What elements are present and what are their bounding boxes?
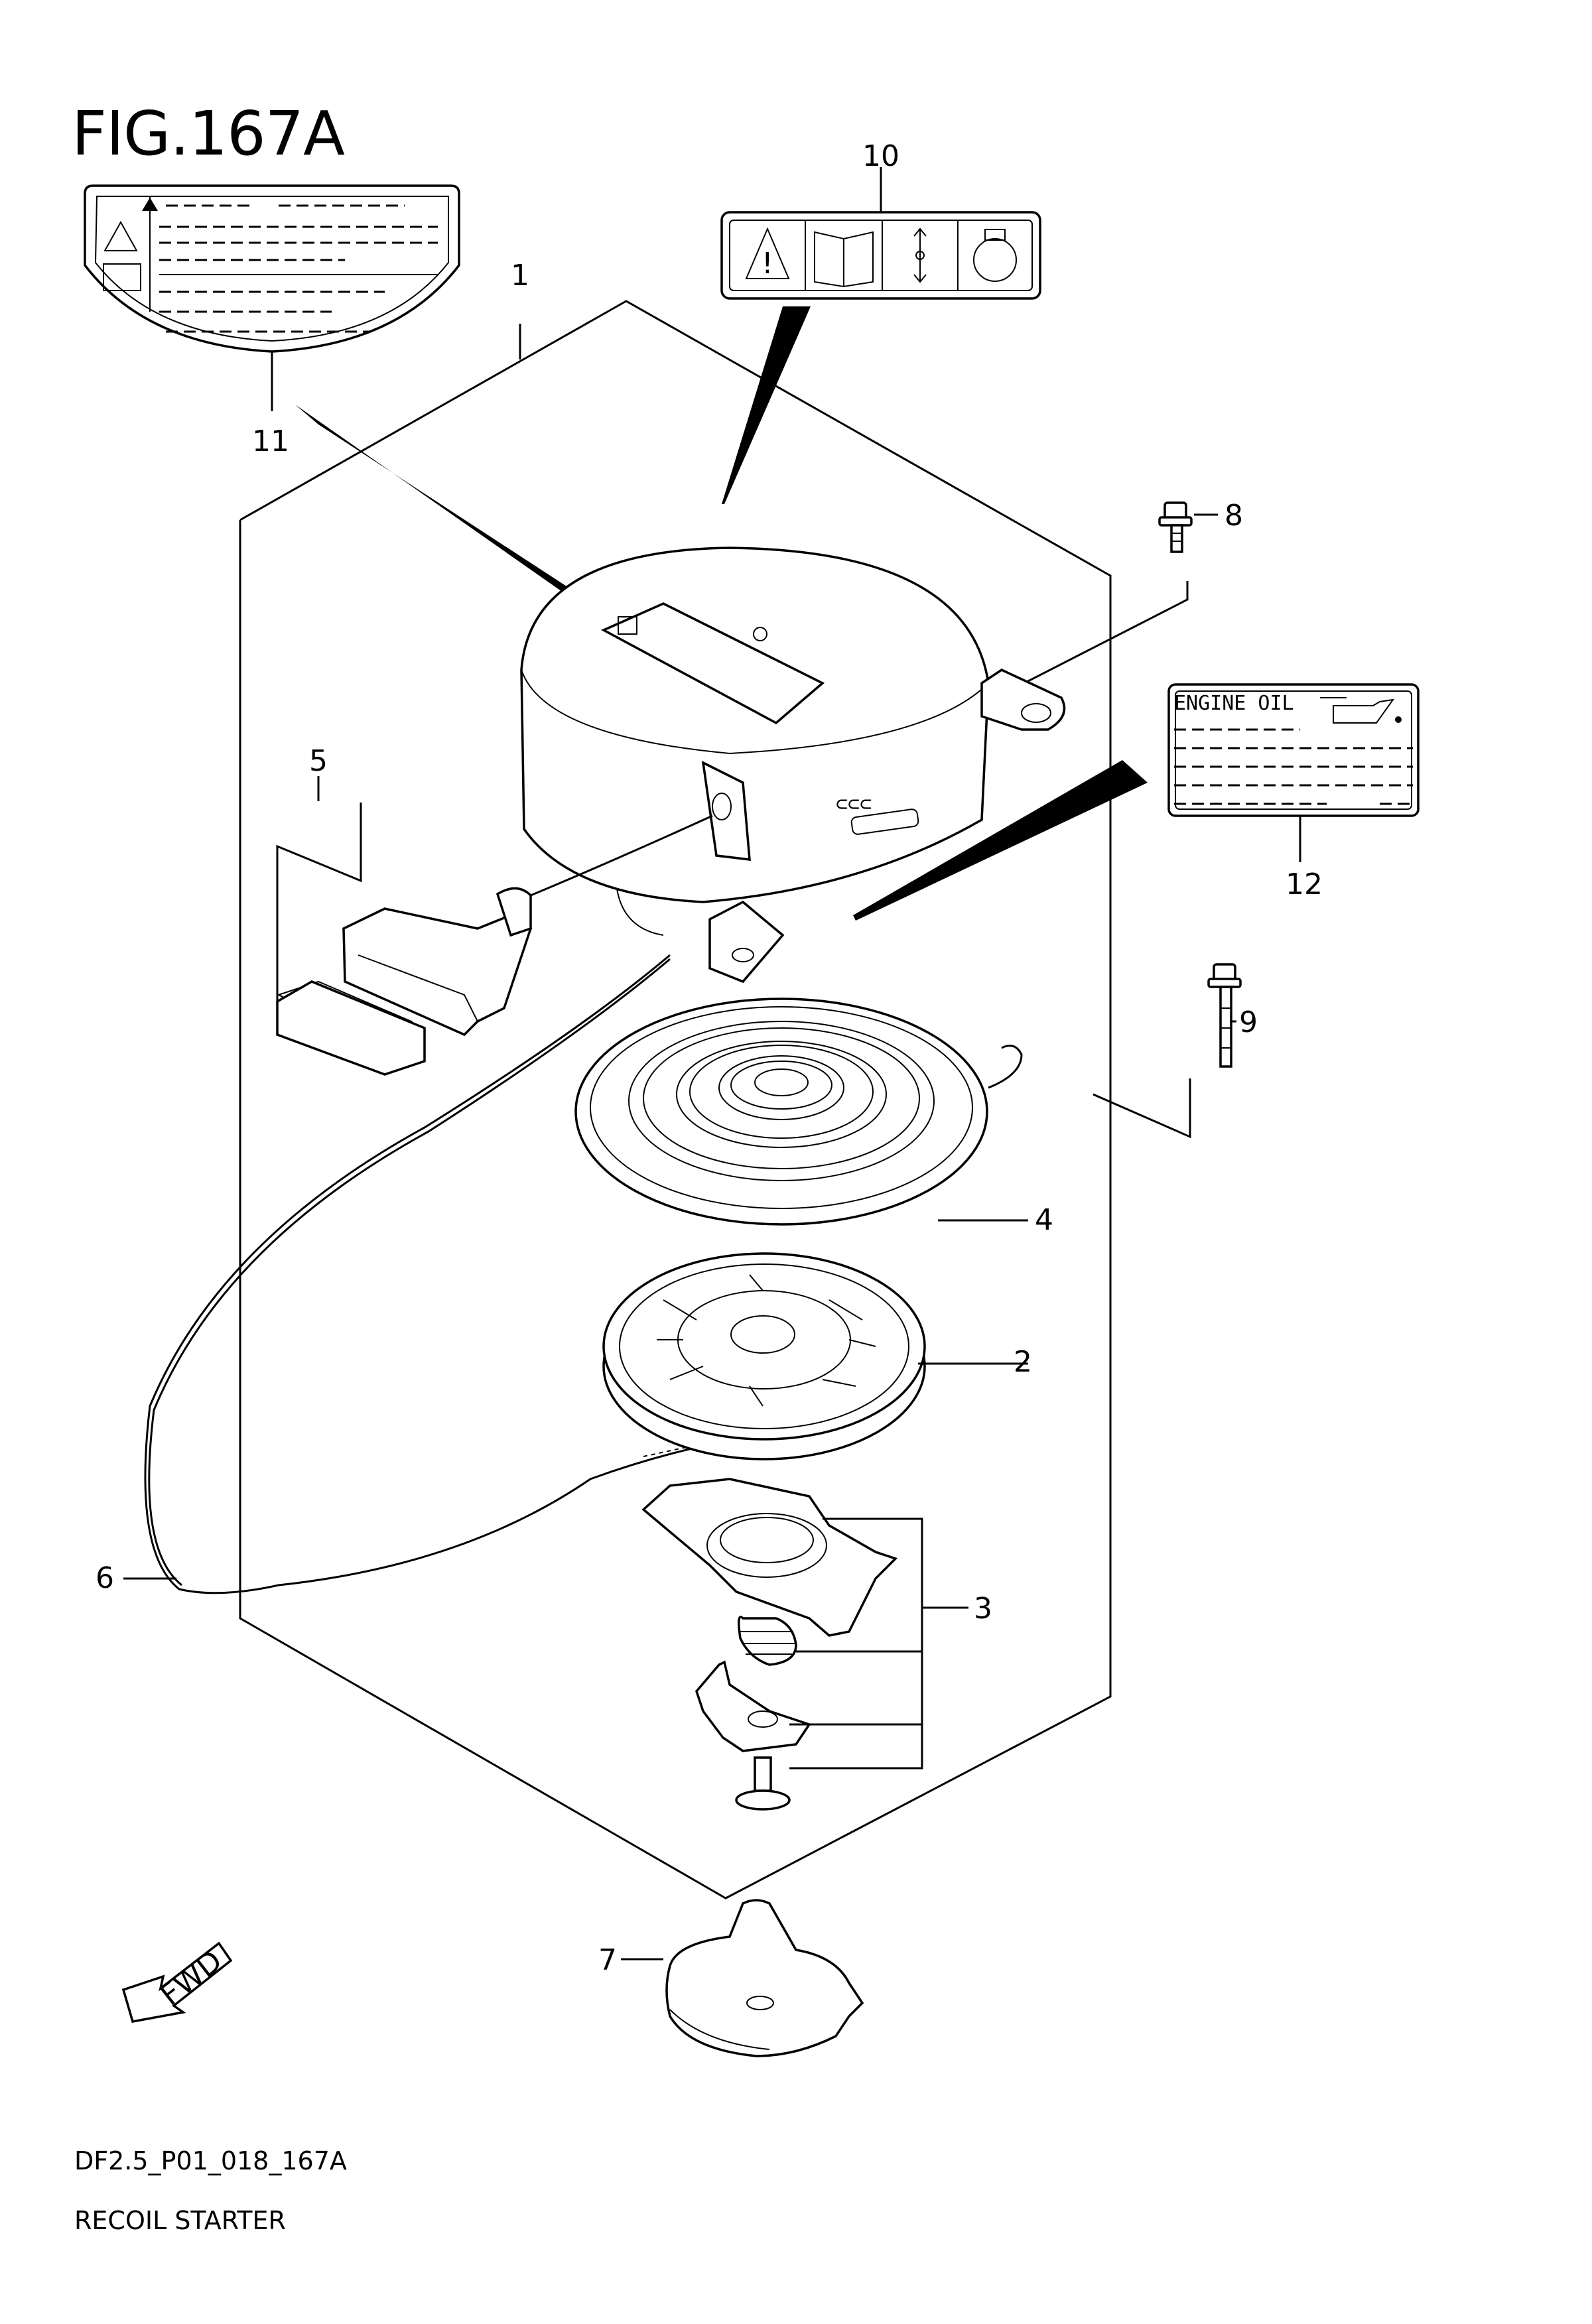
- callout-2: 2: [1014, 1345, 1032, 1379]
- figure-title: FIG.167A: [72, 98, 345, 169]
- ratchet-assembly-part-3: [641, 1478, 898, 1811]
- callout-11: 11: [252, 424, 289, 458]
- warning-label-part-11: [84, 184, 460, 353]
- drive-plate-part-7: [665, 1899, 864, 2057]
- footer-name: RECOIL STARTER: [74, 2206, 286, 2235]
- fwd-arrow-icon: FWD: [121, 1941, 233, 2024]
- icon-label-part-10: !: [720, 211, 1041, 300]
- engine-oil-label-part-12: ENGINE OIL: [1167, 683, 1420, 817]
- starter-rope-part-6: [144, 814, 737, 1594]
- callout-4: 4: [1035, 1203, 1053, 1237]
- callout-10: 10: [862, 139, 899, 173]
- warning-triangle-icon: [745, 227, 790, 279]
- engine-oil-text: ENGINE OIL: [1174, 692, 1294, 715]
- callout-5: 5: [309, 744, 328, 778]
- recoil-housing-part-1: ⊂⊂⊂: [520, 547, 1066, 984]
- footer-code: DF2.5_P01_018_167A: [74, 2146, 347, 2175]
- housing-label-icon: [618, 616, 637, 635]
- callout-6: 6: [96, 1561, 114, 1595]
- leader-wedge-11: [295, 405, 624, 630]
- callout-8: 8: [1225, 499, 1243, 533]
- up-down-arrow-icon: [913, 227, 927, 283]
- bolt-part-8: [1158, 501, 1193, 553]
- reel-pulley-part-2: [602, 1252, 926, 1460]
- manual-book-icon: [103, 263, 141, 291]
- svg-text:⊂⊂⊂: ⊂⊂⊂: [836, 793, 872, 816]
- recoil-spring-part-4: [574, 998, 1023, 1226]
- manual-book-icon: [814, 231, 874, 288]
- leader-wedge-10: [722, 306, 811, 504]
- rotation-icon: [973, 229, 1017, 282]
- callout-3: 3: [974, 1592, 992, 1626]
- callout-9: 9: [1239, 1005, 1258, 1039]
- callout-1: 1: [511, 259, 529, 292]
- svg-text:!: !: [762, 247, 773, 281]
- leader-wedge-12: [853, 760, 1148, 921]
- assembly-frame: [239, 300, 1112, 1900]
- callout-12: 12: [1286, 868, 1323, 901]
- callout-7: 7: [598, 1943, 617, 1977]
- starter-handle-part-5: [276, 803, 533, 1076]
- oil-can-icon: [1320, 697, 1402, 724]
- bolt-part-9: [1207, 963, 1242, 1068]
- warning-triangle-icon: [142, 198, 158, 211]
